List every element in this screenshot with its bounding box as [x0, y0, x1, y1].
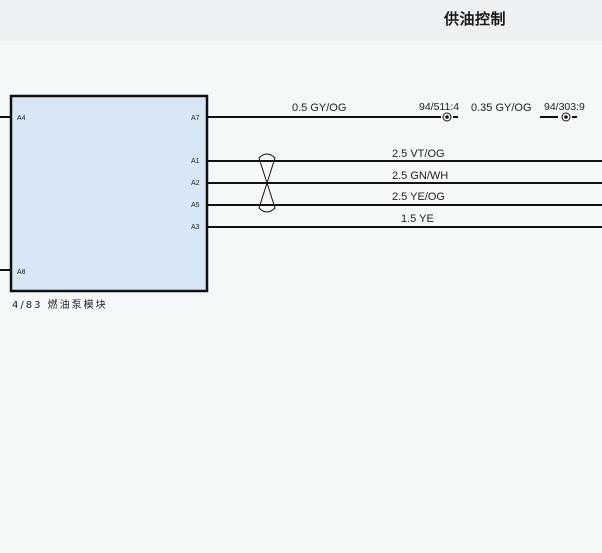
pin-label-a8: A8: [17, 269, 26, 276]
fuel-pump-module-box: [9, 94, 209, 293]
pin-label-a5: A5: [191, 202, 200, 209]
wire-label-a7: 0.5 GY/OG: [292, 102, 346, 114]
connector-label: 94/511:4: [419, 101, 459, 113]
twisted-pair-icon: [258, 153, 276, 213]
connector-label: 94/303:9: [544, 101, 585, 113]
pin-label-a3: A3: [191, 224, 200, 231]
wire-label-segment: 0.35 GY/OG: [471, 102, 532, 114]
wire-label-a1: 2.5 VT/OG: [392, 148, 445, 160]
module-name-label: 4/83 燃油泵模块: [12, 300, 108, 311]
connector-icon: [442, 112, 452, 122]
pin-label-a1: A1: [191, 158, 200, 165]
wire-label-a5: 2.5 YE/OG: [392, 191, 445, 203]
pin-label-a4: A4: [17, 115, 26, 122]
header-bar: 供油控制: [0, 0, 602, 41]
wire-label-a2: 2.5 GN/WH: [392, 170, 448, 182]
wire-label-a3: 1.5 YE: [401, 213, 434, 225]
connector-icon: [561, 112, 571, 122]
pin-label-a7: A7: [191, 115, 200, 122]
pin-label-a2: A2: [191, 180, 200, 187]
page-title: 供油控制: [444, 10, 507, 28]
